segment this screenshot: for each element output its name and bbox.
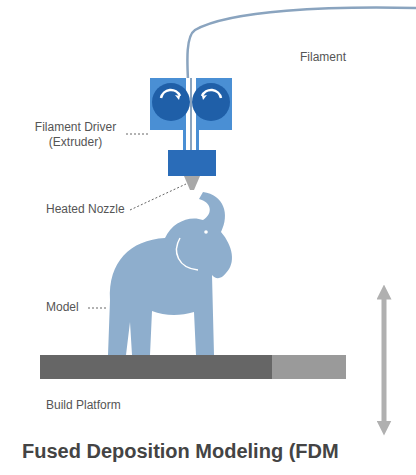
build-platform [40,355,272,379]
diagram-caption: Fused Deposition Modeling (FDM [22,440,339,463]
elephant-model [108,192,232,355]
filament-channel [186,78,196,150]
drive-roller [152,83,190,121]
extruder-neck [196,130,199,150]
elephant-eye [204,230,208,234]
filament-strand [187,8,416,80]
build-platform-edge [272,355,346,379]
extruder-neck [183,130,186,150]
leader-line [130,184,186,210]
nozzle-tip [184,176,200,190]
part-label: Model [46,300,106,315]
heater-block [168,150,216,176]
filament-label: Filament [300,50,380,65]
leader-line [88,308,106,309]
leader-line [126,134,150,135]
rotation-arrow [202,95,207,100]
part-label: Build Platform [46,398,156,413]
rotation-arrow [175,95,180,100]
platform-motion-arrow [382,292,387,428]
drive-roller [192,83,230,121]
elephant-ear [177,238,198,270]
part-label: Heated Nozzle [46,202,130,217]
filament-in-channel [190,78,192,150]
part-label: Filament Driver (Extruder) [28,120,123,150]
